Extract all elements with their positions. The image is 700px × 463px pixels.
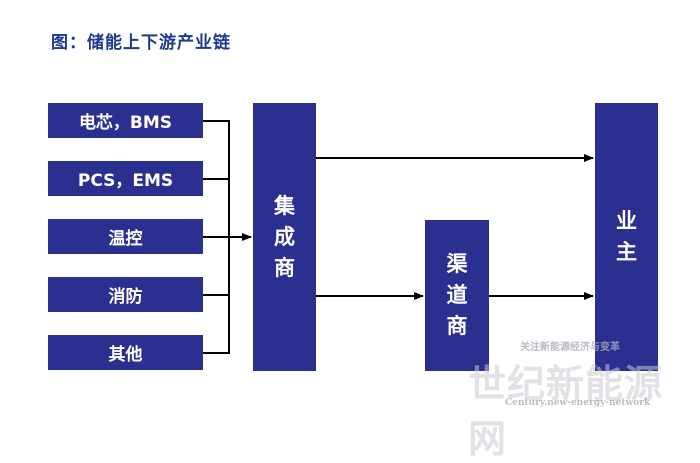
supplier-box-pcs-ems: PCS，EMS xyxy=(48,161,203,196)
supplier-label: 电芯，BMS xyxy=(78,113,173,133)
supplier-box-thermal: 温控 xyxy=(48,219,203,254)
figure-title: 图：储能上下游产业链 xyxy=(51,33,231,53)
supplier-label: 消防 xyxy=(108,287,143,307)
watermark-tagline: 关注新能源经济与变革 xyxy=(520,342,620,353)
supplier-box-cell-bms: 电芯，BMS xyxy=(48,103,203,138)
channel-box: 渠 道 商 xyxy=(425,220,489,371)
connector-lines xyxy=(203,120,594,354)
owner-char: 主 xyxy=(616,240,637,264)
channel-char: 商 xyxy=(446,314,468,338)
supplier-label: PCS，EMS xyxy=(77,171,174,191)
watermark-url: Century.new-energy-network xyxy=(505,398,651,408)
integrator-char: 集 xyxy=(274,193,295,218)
integrator-char: 商 xyxy=(274,255,295,280)
supplier-box-other: 其他 xyxy=(48,335,203,370)
supplier-label: 温控 xyxy=(108,229,143,249)
channel-char: 渠 xyxy=(446,252,468,276)
supplier-label: 其他 xyxy=(108,345,143,365)
integrator-box: 集 成 商 xyxy=(253,103,316,371)
supplier-box-fire: 消防 xyxy=(48,277,203,312)
owner-char: 业 xyxy=(616,209,637,233)
channel-char: 道 xyxy=(446,283,468,307)
owner-box: 业 主 xyxy=(595,103,658,371)
watermark-logo-text: 世纪新能源网 xyxy=(468,361,664,461)
integrator-char: 成 xyxy=(274,224,295,249)
